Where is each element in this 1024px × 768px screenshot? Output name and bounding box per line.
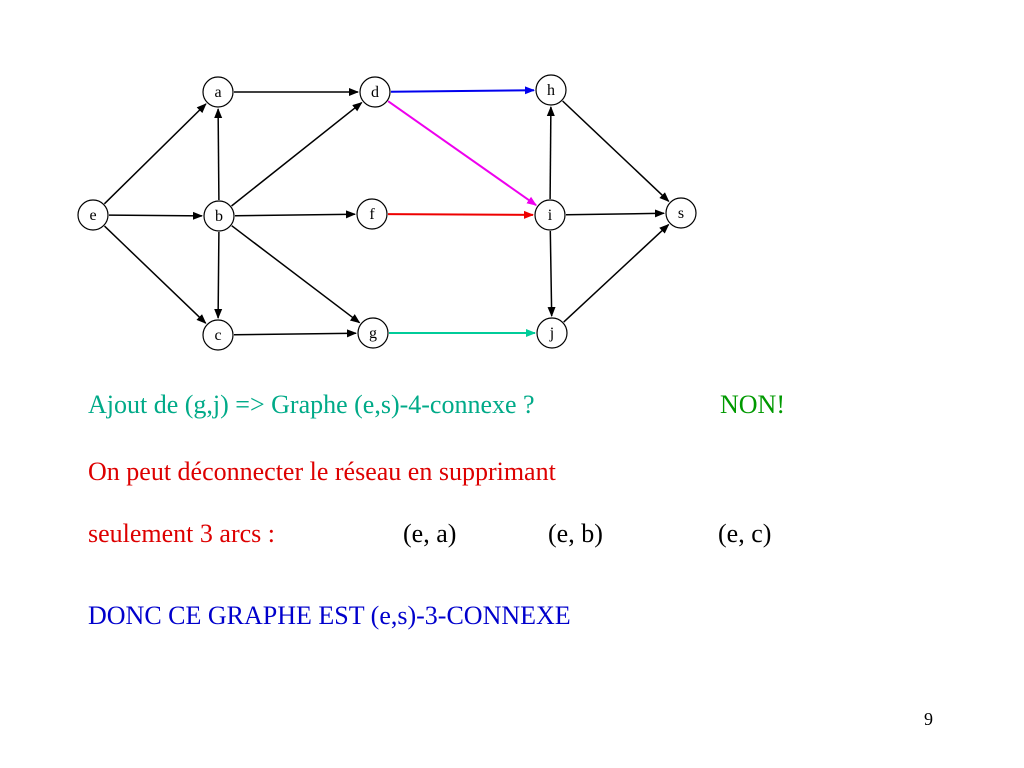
node-label-i: i — [548, 207, 553, 224]
node-circle-i — [534, 199, 566, 231]
edge-i-j — [547, 230, 556, 317]
node-circle-a — [202, 76, 234, 108]
node-label-c: c — [214, 327, 221, 344]
edge-c-g — [233, 329, 357, 338]
conclusion-part-3: CONNEXE — [446, 601, 571, 630]
node-label-h: h — [547, 82, 555, 99]
node-label-d: d — [371, 84, 379, 101]
node-circle-c — [202, 319, 234, 351]
node-circle-h — [535, 74, 567, 106]
edge-d-h — [390, 86, 535, 95]
node-c: c — [202, 319, 234, 351]
node-j: j — [536, 317, 568, 349]
nodes-layer: a d h e b f i s c g j — [77, 74, 697, 351]
node-label-f: f — [369, 206, 375, 223]
edge-e-b — [108, 211, 203, 220]
question-line: Ajout de (g,j) => Graphe (e,s)-4-connexe… — [88, 392, 535, 418]
node-circle-s — [665, 197, 697, 229]
conclusion-line: DONC CE GRAPHE EST (e,s)-3-CONNEXE — [88, 603, 571, 629]
edge-h-s — [562, 100, 670, 202]
node-circle-b — [203, 200, 235, 232]
edge-j-s — [563, 223, 670, 323]
node-circle-f — [356, 198, 388, 230]
explanation-line-2: seulement 3 arcs : — [88, 519, 275, 548]
node-label-s: s — [678, 205, 684, 222]
edges-layer — [103, 86, 670, 338]
answer-text: NON! — [720, 390, 785, 419]
flow-graph: a d h e b f i s c g j — [77, 74, 697, 351]
node-h: h — [535, 74, 567, 106]
node-label-b: b — [215, 208, 223, 225]
edge-b-g — [231, 225, 361, 324]
edge-e-c — [103, 225, 207, 324]
conclusion-part-1: DONC CE GRAPHE EST — [88, 601, 371, 630]
question-text: Ajout de (g,j) => Graphe (e,s)-4-connexe… — [88, 390, 535, 419]
node-label-a: a — [214, 84, 221, 101]
edge-i-s — [565, 209, 665, 218]
node-g: g — [357, 317, 389, 349]
edge-d-i — [387, 100, 537, 207]
edge-b-d — [231, 101, 363, 207]
node-circle-j — [536, 317, 568, 349]
edge-b-f — [234, 210, 356, 219]
node-circle-e — [77, 199, 109, 231]
arc-e-a: (e, a) — [403, 519, 457, 548]
page-number: 9 — [924, 709, 933, 729]
node-e: e — [77, 199, 109, 231]
edge-i-h — [546, 106, 555, 200]
node-f: f — [356, 198, 388, 230]
node-a: a — [202, 76, 234, 108]
edge-b-a — [214, 108, 223, 201]
edge-b-c — [214, 231, 223, 319]
node-d: d — [359, 76, 391, 108]
node-i: i — [534, 199, 566, 231]
node-circle-g — [357, 317, 389, 349]
node-s: s — [665, 197, 697, 229]
node-label-g: g — [369, 325, 377, 342]
node-circle-d — [359, 76, 391, 108]
explanation-line-1: On peut déconnecter le réseau en supprim… — [88, 457, 556, 486]
arc-e-b: (e, b) — [548, 519, 603, 548]
conclusion-part-2: (e,s)-3- — [370, 601, 447, 630]
node-b: b — [203, 200, 235, 232]
edge-e-a — [103, 103, 207, 205]
edge-f-i — [387, 210, 534, 219]
node-label-j: j — [549, 325, 554, 342]
node-label-e: e — [89, 207, 96, 224]
arc-e-c: (e, c) — [718, 519, 772, 548]
